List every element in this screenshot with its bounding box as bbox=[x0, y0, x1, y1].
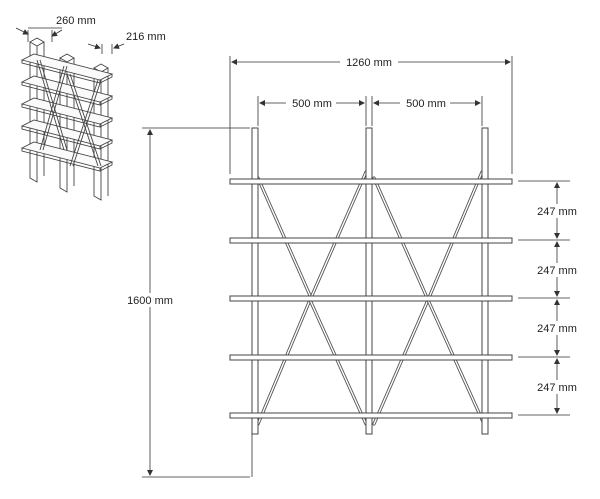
post-middle bbox=[365, 127, 373, 435]
shelf-gap-dimensions: 247 mm 247 mm 247 mm 247 mm bbox=[518, 180, 582, 416]
iso-shelves bbox=[20, 53, 114, 172]
shelf-4 bbox=[229, 354, 513, 361]
total-width-dimension: 1260 mm bbox=[229, 55, 513, 174]
shelf-1 bbox=[229, 178, 513, 185]
gap-3-label: 247 mm bbox=[537, 323, 577, 335]
shelf-3 bbox=[229, 295, 513, 302]
iso-depth-dimensions: 260 mm 216 mm bbox=[15, 15, 166, 54]
shelf-5 bbox=[229, 412, 513, 419]
vertical-posts bbox=[251, 127, 489, 435]
height-label: 1600 mm bbox=[127, 295, 173, 307]
depth-top-label: 260 mm bbox=[56, 15, 96, 27]
gap-4-label: 247 mm bbox=[537, 382, 577, 394]
shelf-2 bbox=[229, 237, 513, 244]
front-elevation: 1260 mm 500 mm 500 mm 1600 mm bbox=[118, 55, 582, 478]
bay-width-dimensions: 500 mm 500 mm bbox=[257, 96, 483, 126]
gap-1-label: 247 mm bbox=[537, 206, 577, 218]
post-left bbox=[251, 127, 259, 435]
gap-2-label: 247 mm bbox=[537, 265, 577, 277]
height-dimension: 1600 mm bbox=[118, 127, 253, 478]
shelves bbox=[229, 178, 513, 419]
total-width-label: 1260 mm bbox=[346, 57, 392, 69]
post-right bbox=[481, 127, 489, 435]
isometric-view: 260 mm 216 mm bbox=[15, 15, 166, 201]
bay-right-label: 500 mm bbox=[406, 98, 446, 110]
bay-left-label: 500 mm bbox=[292, 98, 332, 110]
iso-braces bbox=[36, 59, 102, 167]
depth-board-label: 216 mm bbox=[126, 31, 166, 43]
